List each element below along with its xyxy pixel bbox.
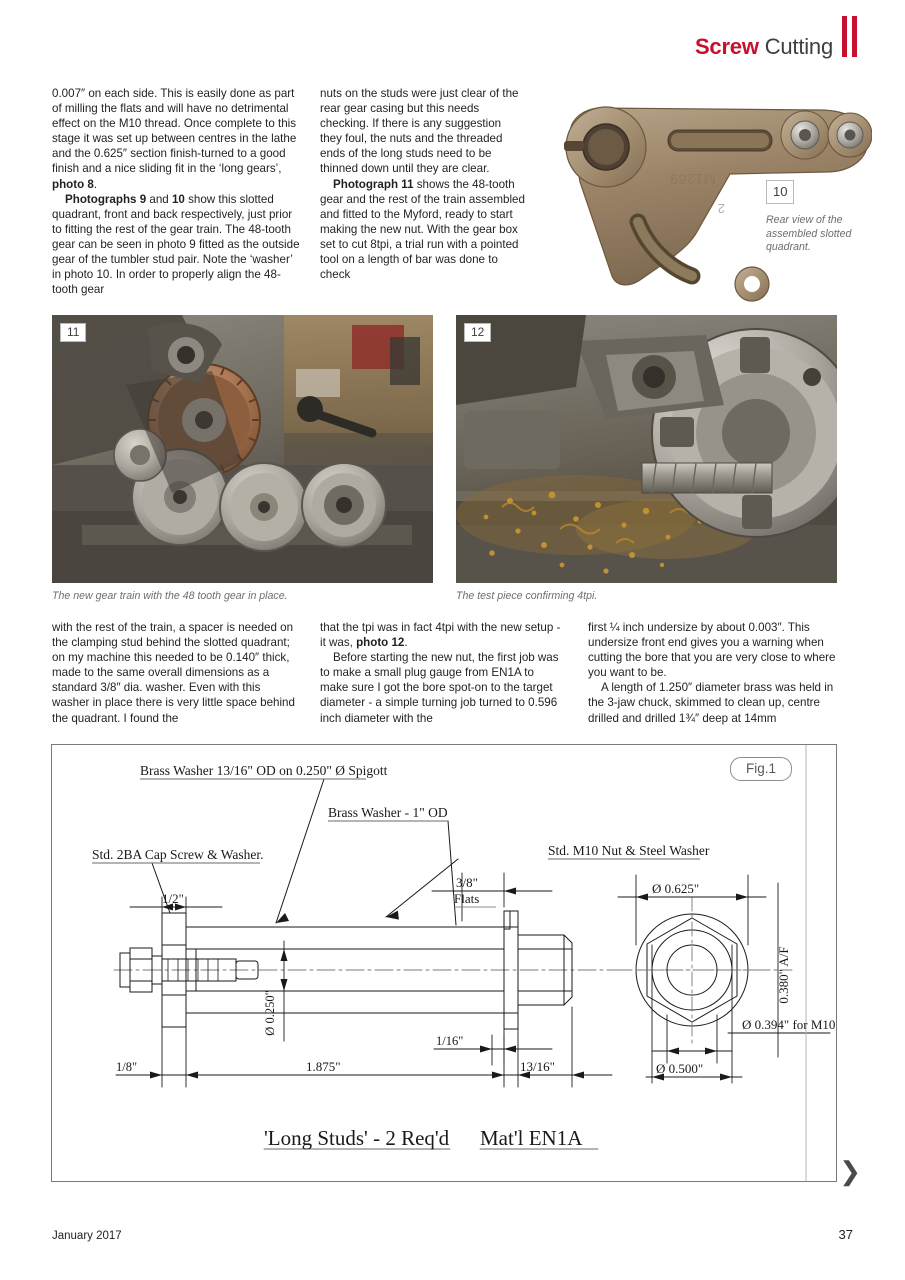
paragraph-bold: photo 12 [356, 636, 405, 650]
footer-issue-date: January 2017 [52, 1230, 122, 1242]
article-mid-column-3: first ¼ inch undersize by about 0.003″. … [588, 620, 838, 726]
fig-annotation-brass-washer-1od: Brass Washer - 1" OD [328, 805, 448, 820]
paragraph: A length of 1.250″ diameter brass was he… [588, 681, 834, 725]
double-bar-icon [842, 16, 857, 57]
paragraph-text: . [404, 636, 408, 650]
photo-caption-12: The test piece confirming 4tpi. [456, 590, 598, 602]
fig-dim-dia-250: Ø 0.250" [263, 990, 277, 1035]
fig-dim-dia-625: Ø 0.625" [652, 881, 699, 896]
paragraph-text: shows the 48-tooth gear and the rest of … [320, 177, 525, 282]
paragraph: Before starting the new nut, the first j… [320, 651, 559, 725]
article-mid-column-1: with the rest of the train, a spacer is … [52, 620, 297, 726]
page-title-bold: Screw [694, 34, 759, 59]
photo-badge-11: 11 [60, 323, 87, 342]
fig-title-material: Mat'l EN1A [480, 1126, 583, 1150]
footer-page-number: 37 [838, 1227, 853, 1242]
fig-dim-sixteenth: 1/16" [436, 1034, 463, 1048]
paragraph: nuts on the studs were just clear of the… [320, 87, 519, 176]
paragraph-bold: photo 8 [52, 177, 94, 191]
figure-1-technical-drawing: Brass Washer 13/16" OD on 0.250" Ø Spigo… [51, 744, 837, 1182]
paragraph: with the rest of the train, a spacer is … [52, 621, 295, 725]
paragraph-bold: Photographs 9 [65, 192, 147, 206]
page-title: Screw Cutting [695, 36, 833, 58]
fig-dim-len-1875: 1.875" [306, 1059, 341, 1074]
fig-dim-flats-label: Flats [454, 891, 479, 906]
page-title-light: Cutting [764, 34, 834, 59]
paragraph: first ¼ inch undersize by about 0.003″. … [588, 621, 836, 680]
fig-annotation-brass-washer-1316: Brass Washer 13/16" OD on 0.250" Ø Spigo… [140, 763, 388, 778]
photo-caption-11: The new gear train with the 48 tooth gea… [52, 590, 288, 602]
fig-annotation-cap-screw: Std. 2BA Cap Screw & Washer. [92, 847, 264, 862]
paragraph-text: 0.007″ on each side. This is easily done… [52, 87, 297, 176]
photo-badge-10: 10 [766, 180, 795, 204]
photo-10-quadrant-image: M1269 2 [520, 62, 872, 307]
paragraph-bold: Photograph 11 [333, 177, 414, 191]
fig-dim-af-380: 0.380" A/F [776, 946, 791, 1003]
svg-text:2: 2 [718, 201, 725, 216]
photo-12-test-piece-image [456, 315, 837, 583]
article-top-column-1: 0.007″ on each side. This is easily done… [52, 86, 300, 297]
paragraph-text: show this slotted quadrant, front and ba… [52, 192, 300, 297]
article-mid-column-2: that the tpi was in fact 4tpi with the n… [320, 620, 565, 726]
fig-dim-dia-500: Ø 0.500" [656, 1061, 703, 1076]
figure-tag: Fig.1 [729, 757, 792, 781]
fig-dim-len-1316: 13/16" [520, 1059, 555, 1074]
paragraph-text: . [93, 177, 98, 191]
page-header: Screw Cutting [695, 14, 857, 58]
fig-title-part: 'Long Studs' - 2 Req'd [264, 1126, 450, 1150]
photo-caption-10: Rear view of the assembled slotted quadr… [766, 214, 852, 254]
paragraph-text: and [146, 192, 172, 206]
chevron-right-icon[interactable]: ❯ [839, 1156, 861, 1186]
paragraph: 0.007″ on each side. This is easily done… [52, 86, 300, 192]
paragraph: Photographs 9 and 10 show this slotted q… [52, 192, 300, 298]
svg-text:M1269: M1269 [670, 170, 716, 187]
fig-dim-half-inch: 1/2" [162, 891, 184, 906]
fig-dim-dia-394: Ø 0.394" for M10 [742, 1017, 835, 1032]
photo-11-gear-train-image [52, 315, 433, 583]
article-top-column-2: nuts on the studs were just clear of the… [320, 86, 525, 282]
paragraph: Photograph 11 shows the 48-tooth gear an… [320, 177, 525, 283]
paragraph-bold: 10 [171, 192, 185, 206]
paragraph-text: that the tpi was in fact 4tpi with the n… [320, 621, 561, 650]
fig-dim-eighth: 1/8" [116, 1060, 137, 1074]
paragraph: that the tpi was in fact 4tpi with the n… [320, 620, 565, 650]
photo-badge-12: 12 [464, 323, 492, 342]
fig-annotation-m10-nut: Std. M10 Nut & Steel Washer [548, 843, 710, 858]
fig-dim-flats-size: 3/8" [456, 875, 478, 890]
